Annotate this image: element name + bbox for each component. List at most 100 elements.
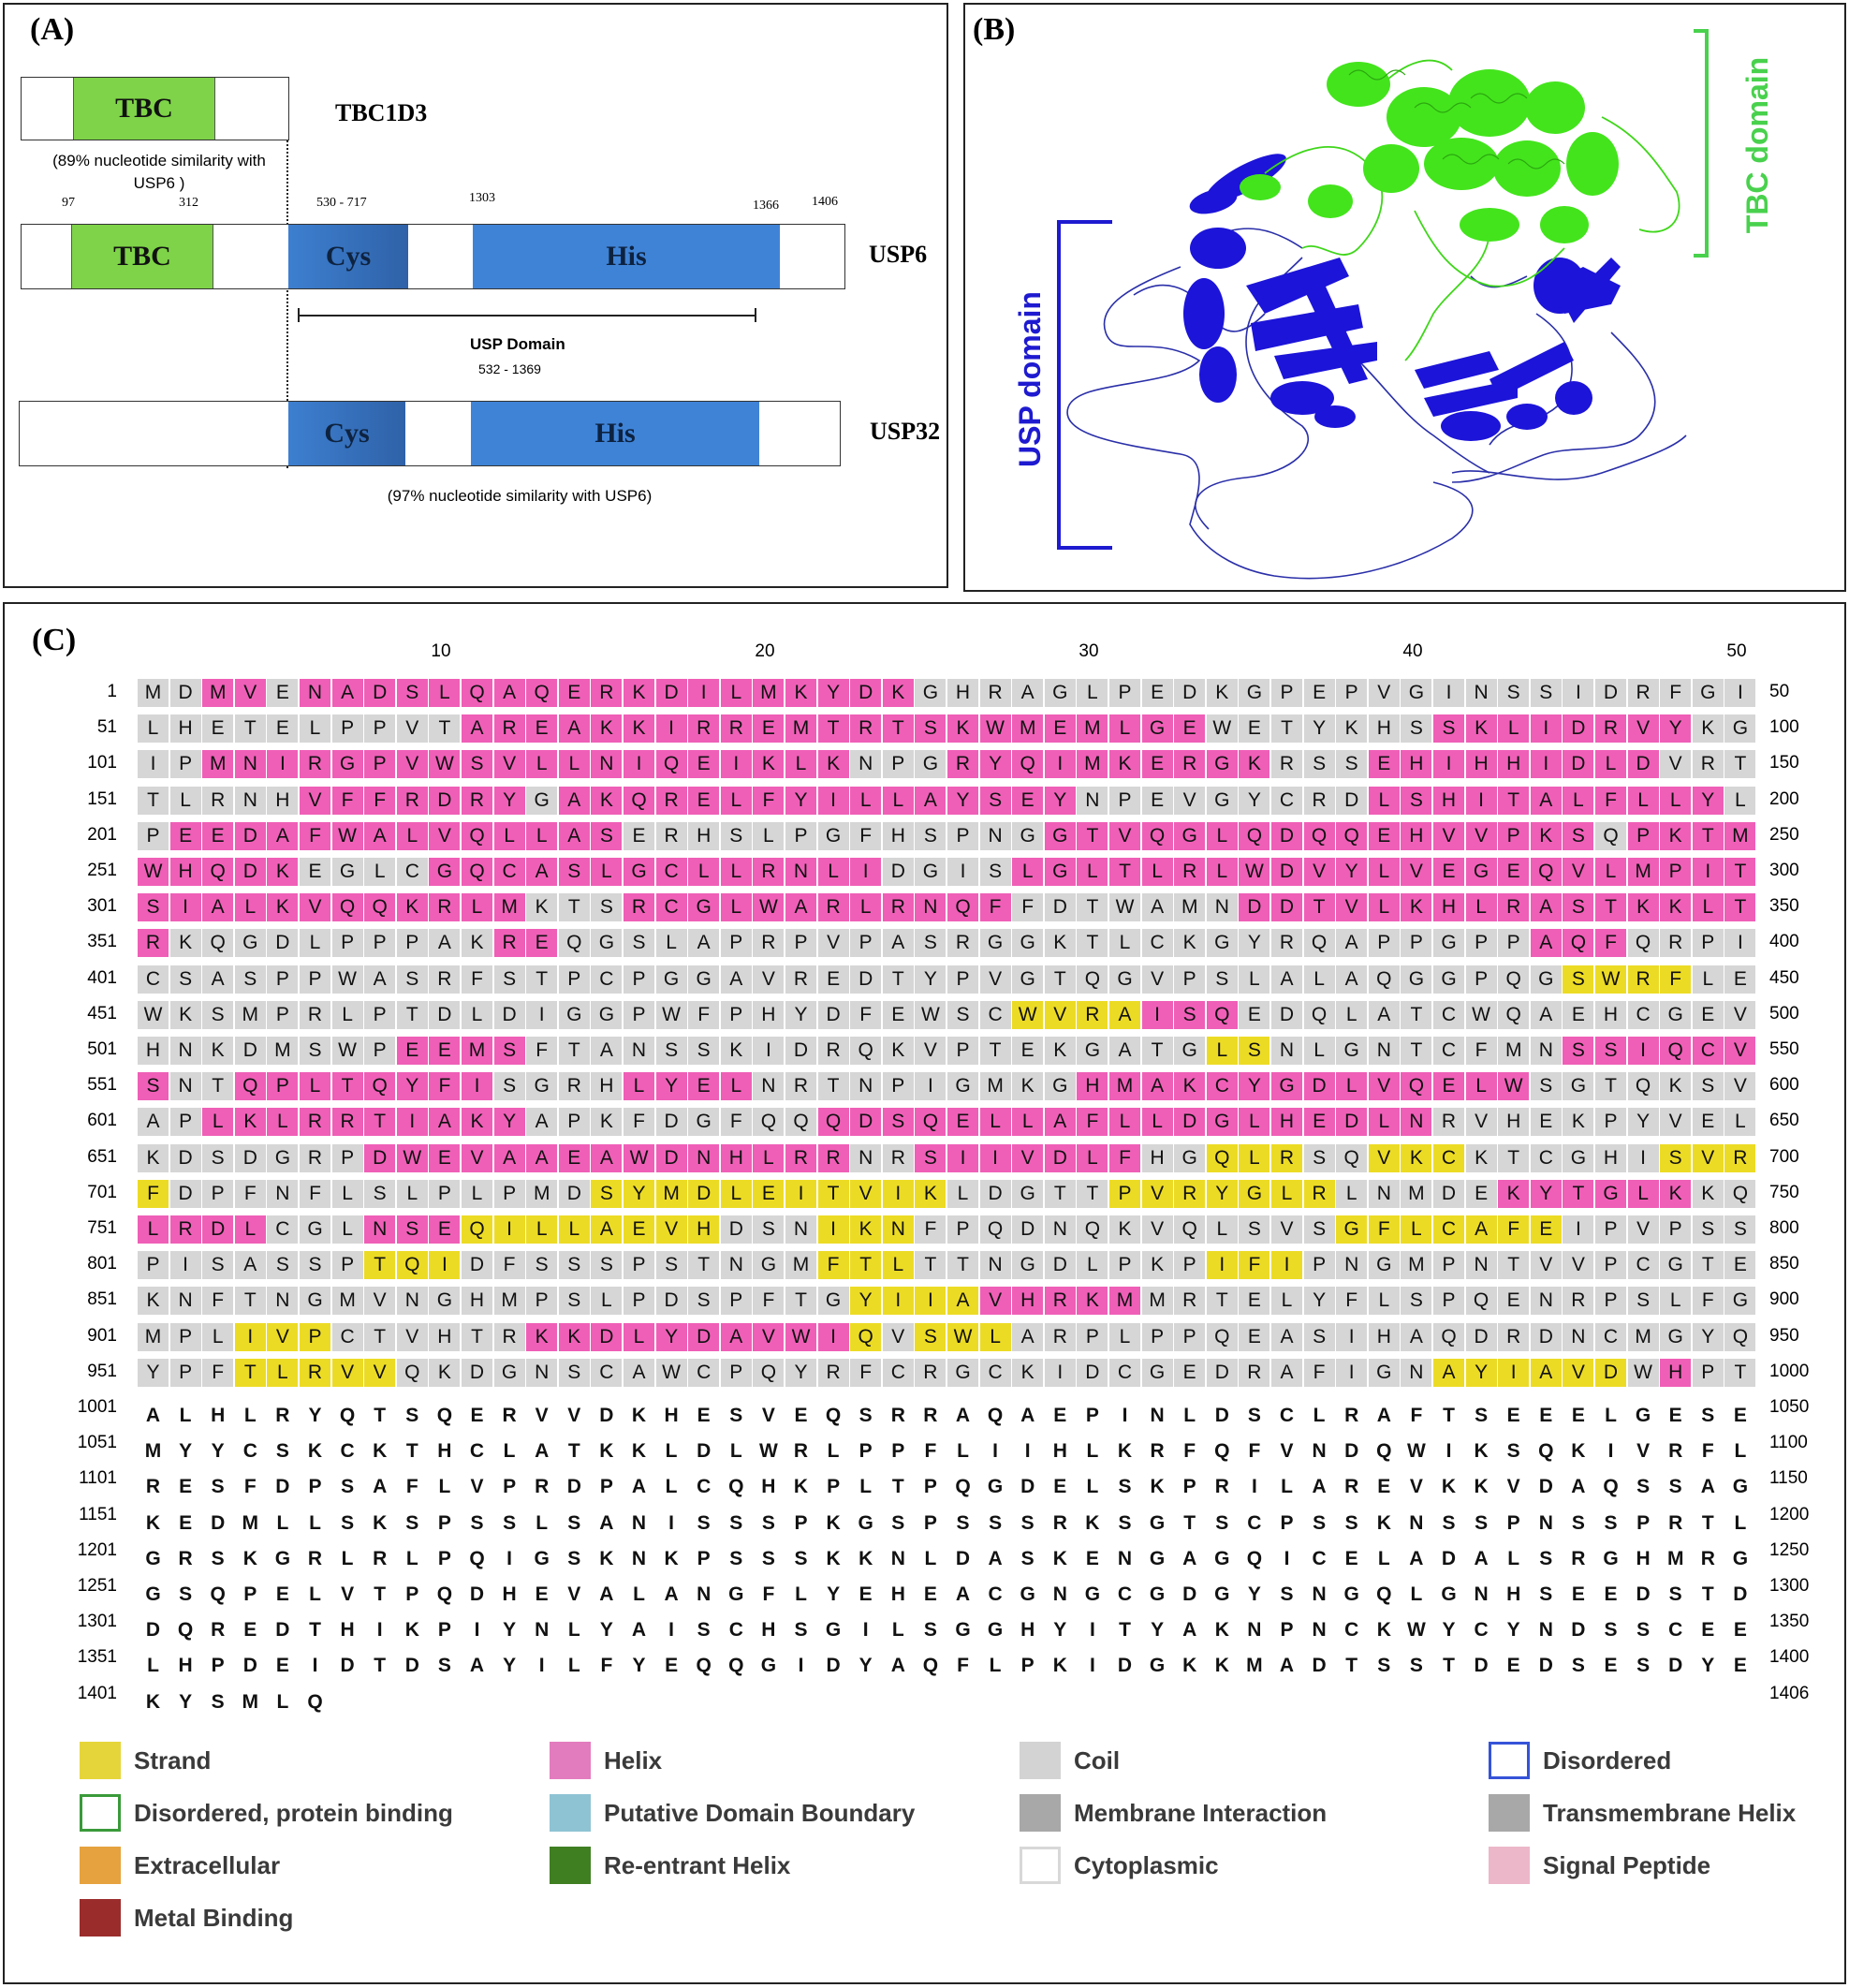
residue-cell: R: [1077, 1000, 1108, 1029]
residue-cell: R: [331, 1108, 363, 1137]
legend-label: Disordered, protein binding: [134, 1798, 453, 1827]
residue-cell: H: [169, 858, 201, 886]
residue-cell: P: [1401, 929, 1432, 958]
residue-cell: W: [1406, 1619, 1426, 1642]
residue-cell: D: [785, 1037, 816, 1065]
residue-cell: F: [1248, 1440, 1261, 1463]
residue-cell: I: [1465, 786, 1497, 815]
residue-cell: V: [1368, 1072, 1400, 1101]
residue-cell: P: [331, 714, 363, 744]
residue-cell: L: [300, 1072, 330, 1101]
residue-cell: G: [979, 929, 1011, 958]
residue-cell: D: [1214, 1405, 1229, 1426]
residue-cell: K: [664, 1547, 679, 1569]
residue-cell: H: [688, 821, 720, 850]
residue-cell: K: [429, 1358, 461, 1387]
residue-cell: A: [1336, 929, 1368, 958]
residue-cell: R: [817, 1358, 849, 1387]
residue-cell: A: [1012, 679, 1044, 707]
residue-cell: F: [850, 1358, 882, 1387]
residue-cell: D: [234, 821, 266, 850]
residue-cell: A: [1279, 1655, 1295, 1677]
residue-cell: P: [720, 1000, 752, 1029]
residue-cell: G: [1174, 1143, 1206, 1172]
residue-cell: W: [1465, 1000, 1497, 1029]
residue-cell: S: [1247, 1405, 1261, 1426]
residue-cell: I: [1433, 679, 1464, 707]
residue-cell: Q: [177, 1619, 194, 1642]
residue-cell: S: [915, 821, 947, 850]
residue-cell: P: [947, 1037, 978, 1065]
row-start-number: 501: [87, 1039, 117, 1059]
residue-cell: R: [1044, 1287, 1076, 1316]
residue-cell: Y: [1442, 1619, 1456, 1642]
residue-cell: Y: [655, 1322, 687, 1351]
residue-cell: M: [242, 1511, 259, 1534]
residue-cell: F: [234, 1179, 266, 1208]
residue-cell: G: [1595, 1179, 1626, 1208]
residue-cell: E: [1498, 1287, 1530, 1316]
residue-cell: E: [275, 1655, 289, 1677]
residue-cell: G: [1206, 750, 1238, 779]
residue-cell: L: [526, 1215, 558, 1244]
residue-cell: L: [1109, 929, 1140, 958]
residue-cell: N: [1271, 1037, 1302, 1065]
residue-cell: R: [1668, 1511, 1683, 1534]
residue-cell: G: [1174, 821, 1206, 850]
residue-cell: C: [340, 1440, 355, 1463]
residue-cell: T: [234, 714, 266, 744]
residue-cell: Q: [1401, 1072, 1432, 1101]
residue-cell: P: [1368, 929, 1400, 958]
residue-cell: I: [979, 1143, 1011, 1172]
residue-cell: K: [1109, 1215, 1140, 1244]
residue-cell: H: [1498, 750, 1530, 779]
residue-cell: G: [1084, 1583, 1101, 1605]
residue-cell: S: [1020, 1547, 1035, 1569]
residue-cell: Q: [785, 1108, 816, 1137]
residue-cell: V: [1433, 821, 1464, 850]
residue-cell: L: [1183, 1405, 1196, 1426]
residue-cell: I: [169, 893, 201, 922]
residue-cell: R: [396, 786, 428, 815]
residue-cell: C: [1530, 1143, 1562, 1172]
residue-cell: S: [1660, 1143, 1692, 1172]
residue-cell: E: [179, 1476, 193, 1498]
residue-cell: E: [179, 1511, 193, 1534]
residue-cell: Q: [307, 1690, 323, 1713]
residue-cell: F: [1077, 1108, 1108, 1137]
residue-cell: S: [462, 750, 492, 779]
residue-cell: L: [1239, 1108, 1270, 1137]
residue-cell: D: [1344, 1440, 1359, 1463]
residue-cell: E: [1563, 1000, 1594, 1029]
residue-cell: L: [1206, 1215, 1238, 1244]
residue-cell: L: [624, 1322, 654, 1351]
residue-cell: Y: [493, 786, 525, 815]
residue-cell: C: [979, 1358, 1011, 1387]
residue-cell: P: [558, 1108, 590, 1137]
residue-cell: E: [1433, 1072, 1464, 1101]
residue-cell: P: [1271, 679, 1302, 707]
residue-cell: L: [396, 821, 428, 850]
residue-cell: S: [697, 1619, 711, 1642]
residue-cell: V: [462, 1143, 492, 1172]
residue-cell: H: [1433, 786, 1464, 815]
residue-cell: H: [1498, 1108, 1530, 1137]
residue-cell: S: [1303, 1143, 1335, 1172]
residue-cell: G: [1149, 1583, 1166, 1605]
residue-cell: I: [1530, 750, 1562, 779]
residue-cell: P: [364, 1000, 396, 1029]
legend-label: Strand: [134, 1745, 212, 1774]
residue-cell: G: [1141, 1358, 1173, 1387]
residue-cell: F: [300, 1179, 330, 1208]
row-start-number: 401: [87, 967, 117, 988]
residue-cell: A: [558, 786, 590, 815]
residue-cell: N: [850, 750, 882, 779]
residue-cell: L: [179, 1405, 192, 1426]
residue-cell: C: [1595, 1322, 1626, 1351]
row-end-number: 550: [1769, 1039, 1799, 1059]
residue-cell: W: [429, 750, 461, 779]
residue-cell: D: [1474, 1655, 1489, 1677]
residue-cell: W: [138, 1000, 169, 1029]
usp32-cys-domain: Cys: [288, 402, 405, 465]
residue-cell: L: [558, 1215, 590, 1244]
